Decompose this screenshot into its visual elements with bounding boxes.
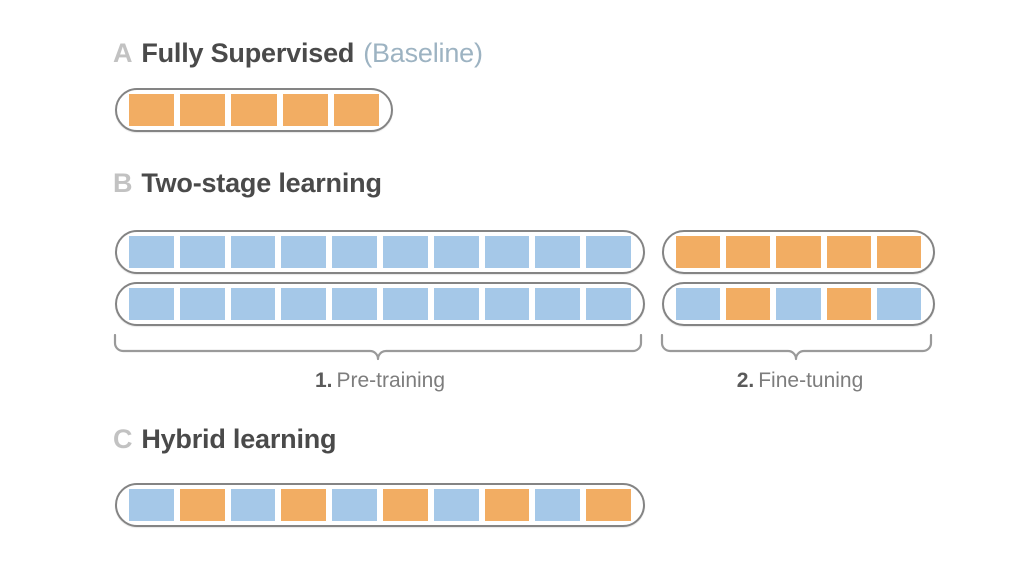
sequence-cell [333,94,380,126]
sequence-cell [129,489,174,521]
sequence-cell [876,236,922,268]
section-c-heading: C Hybrid learning [113,424,337,454]
sequence-cell [433,489,479,521]
sequence-cell [433,288,479,320]
sequence-cell [179,489,225,521]
sequence-cell [586,489,631,521]
sequence-cell [281,288,327,320]
sequence-cell [535,288,581,320]
sequence-cell [129,236,174,268]
pre-training-row-2 [115,282,645,326]
sequence-cell [776,288,821,320]
section-a-title: Fully Supervised [141,38,355,68]
hybrid-learning-row [115,483,645,527]
sequence-cell [586,236,631,268]
sequence-cell [876,288,922,320]
sequence-cell [382,236,428,268]
sequence-cell [433,236,479,268]
section-a-suffix: (Baseline) [363,38,483,68]
pre-training-label-text: Pre-training [336,369,446,392]
sequence-cell [230,236,276,268]
fine-tuning-label: 2.Fine-tuning [737,370,864,391]
sequence-cell [382,489,428,521]
sequence-cell [282,94,328,126]
sequence-cell [129,288,174,320]
sequence-cell [676,236,721,268]
fine-tuning-label-number: 2. [736,369,755,392]
sequence-cell [281,236,327,268]
sequence-cell [535,236,581,268]
fine-tuning-row-1 [662,230,935,274]
sequence-cell [382,288,428,320]
sequence-cell [676,288,721,320]
sequence-cell [726,288,771,320]
pre-training-label-number: 1. [314,369,333,392]
sequence-cell [231,94,277,126]
fully-supervised-row [115,88,393,132]
section-b-title: Two-stage learning [141,168,382,198]
sequence-cell [535,489,581,521]
sequence-cell [281,489,327,521]
sequence-cell [332,236,377,268]
section-c-title: Hybrid learning [141,424,337,454]
sequence-cell [826,236,871,268]
sequence-cell [484,288,530,320]
fine-tuning-brace [660,334,937,362]
section-b-letter: B [113,168,133,198]
sequence-cell [776,236,821,268]
pre-training-row-1 [115,230,645,274]
fine-tuning-label-text: Fine-tuning [758,369,864,392]
sequence-cell [726,236,771,268]
sequence-cell [230,288,276,320]
sequence-cell [332,288,377,320]
sequence-cell [179,236,225,268]
sequence-cell [484,236,530,268]
sequence-cell [230,489,276,521]
sequence-cell [826,288,871,320]
pre-training-brace [113,334,647,362]
fine-tuning-row-2 [662,282,935,326]
section-a-letter: A [113,38,133,68]
pre-training-label: 1.Pre-training [315,370,445,391]
sequence-cell [129,94,175,126]
section-a-heading: A Fully Supervised (Baseline) [113,40,483,67]
sequence-cell [586,288,631,320]
sequence-cell [179,288,225,320]
sequence-cell [484,489,530,521]
sequence-cell [332,489,377,521]
section-c-letter: C [113,424,133,454]
section-b-heading: B Two-stage learning [113,170,382,197]
sequence-cell [180,94,226,126]
